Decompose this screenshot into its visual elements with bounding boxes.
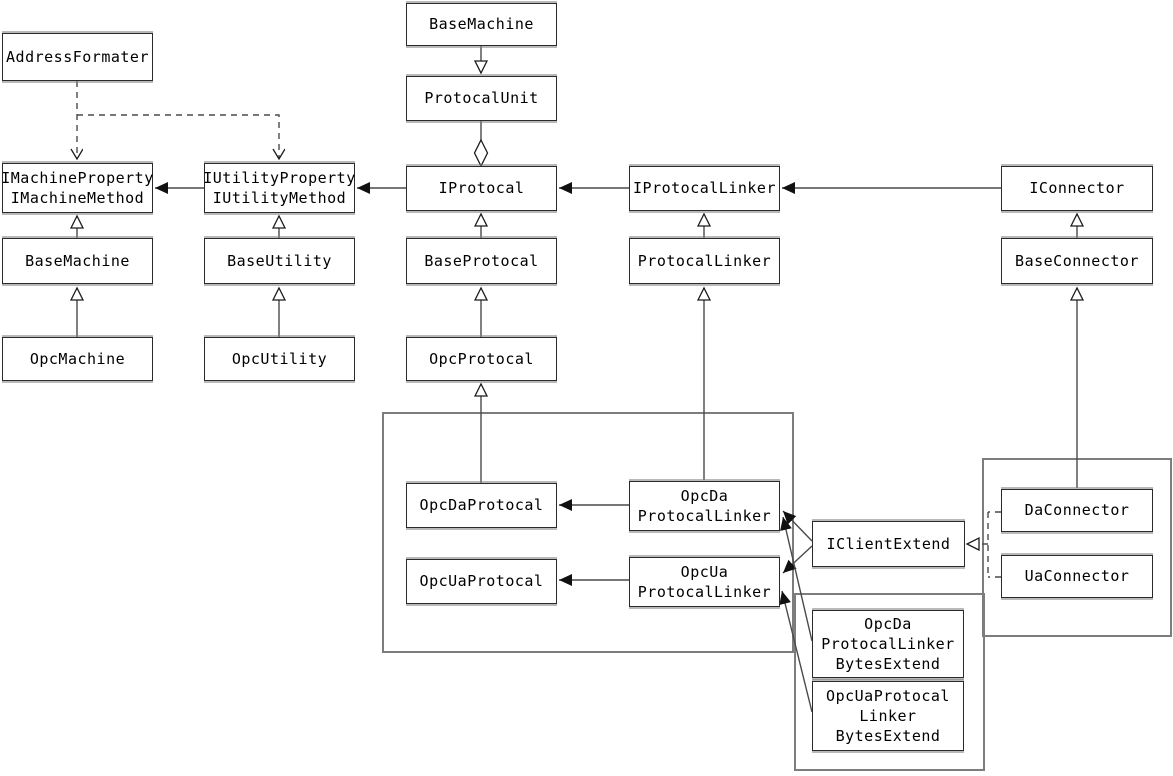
node-iclient-extend-label: IClientExtend	[826, 534, 951, 553]
node-protocal-unit: ProtocalUnit	[406, 76, 557, 121]
node-base-connector: BaseConnector	[1001, 238, 1153, 284]
node-iclient-extend: IClientExtend	[812, 521, 965, 567]
node-da-connector: DaConnector	[1001, 489, 1153, 532]
node-imachine-property-method: IMachineProperty IMachineMethod	[1, 163, 154, 213]
node-protocal-unit-label: ProtocalUnit	[424, 89, 539, 108]
node-base-machine-top: BaseMachine	[406, 3, 557, 46]
node-iutility-property-method-label: IUtilityProperty IUtilityMethod	[203, 168, 356, 207]
node-iprotocal-linker: IProtocalLinker	[629, 166, 780, 211]
node-opc-da-protocal-linker-label: OpcDa ProtocalLinker	[637, 486, 772, 525]
node-iprotocal-label: IProtocal	[438, 179, 525, 198]
node-address-formater-label: AddressFormater	[6, 47, 149, 66]
edge-addressformater-to-iutility	[77, 114, 279, 159]
node-opc-da-protocal: OpcDaProtocal	[406, 483, 557, 528]
node-opc-da-protocal-linker-bytes-extend-label: OpcDa ProtocalLinker BytesExtend	[821, 614, 955, 674]
node-opc-da-protocal-linker: OpcDa ProtocalLinker	[629, 481, 780, 531]
node-iconnector: IConnector	[1001, 166, 1153, 211]
node-protocal-linker: ProtocalLinker	[629, 238, 780, 284]
node-opc-da-protocal-linker-bytes-extend: OpcDa ProtocalLinker BytesExtend	[812, 610, 964, 678]
node-opc-utility: OpcUtility	[204, 337, 355, 381]
node-base-utility-label: BaseUtility	[227, 251, 332, 270]
node-base-machine-top-label: BaseMachine	[429, 15, 534, 34]
node-iutility-property-method: IUtilityProperty IUtilityMethod	[203, 163, 356, 213]
node-da-connector-label: DaConnector	[1024, 501, 1130, 520]
node-iprotocal: IProtocal	[406, 166, 557, 211]
node-address-formater: AddressFormater	[2, 33, 153, 81]
node-iconnector-label: IConnector	[1029, 179, 1125, 198]
node-opc-ua-protocal-linker-bytes-extend: OpcUaProtocal Linker BytesExtend	[812, 681, 964, 751]
node-base-protocal-label: BaseProtocal	[424, 251, 539, 270]
group-connector	[982, 458, 1172, 637]
node-opc-da-protocal-label: OpcDaProtocal	[419, 496, 544, 515]
node-opc-utility-label: OpcUtility	[231, 349, 328, 368]
node-imachine-property-method-label: IMachineProperty IMachineMethod	[1, 168, 154, 207]
node-ua-connector-label: UaConnector	[1024, 567, 1130, 586]
node-base-protocal: BaseProtocal	[406, 238, 557, 284]
node-opc-machine: OpcMachine	[2, 337, 153, 381]
node-base-machine-left: BaseMachine	[2, 238, 153, 284]
node-opc-machine-label: OpcMachine	[29, 349, 126, 368]
node-base-connector-label: BaseConnector	[1015, 251, 1139, 270]
node-base-utility: BaseUtility	[204, 238, 355, 284]
node-ua-connector: UaConnector	[1001, 555, 1153, 598]
node-protocal-linker-label: ProtocalLinker	[637, 251, 772, 270]
node-opc-ua-protocal-linker: OpcUa ProtocalLinker	[629, 557, 780, 607]
node-opc-protocal: OpcProtocal	[406, 337, 557, 381]
node-iprotocal-linker-label: IProtocalLinker	[633, 179, 776, 198]
edge-protocalunit-to-iprotocal-diamond	[473, 138, 489, 168]
node-opc-ua-protocal-linker-label: OpcUa ProtocalLinker	[637, 562, 772, 601]
node-base-machine-left-label: BaseMachine	[25, 251, 130, 270]
node-opc-ua-protocal-linker-bytes-extend-label: OpcUaProtocal Linker BytesExtend	[826, 686, 950, 746]
group-opc-protocal	[382, 412, 794, 653]
node-opc-protocal-label: OpcProtocal	[429, 349, 534, 368]
node-opc-ua-protocal-label: OpcUaProtocal	[419, 572, 544, 591]
node-opc-ua-protocal: OpcUaProtocal	[406, 559, 557, 604]
